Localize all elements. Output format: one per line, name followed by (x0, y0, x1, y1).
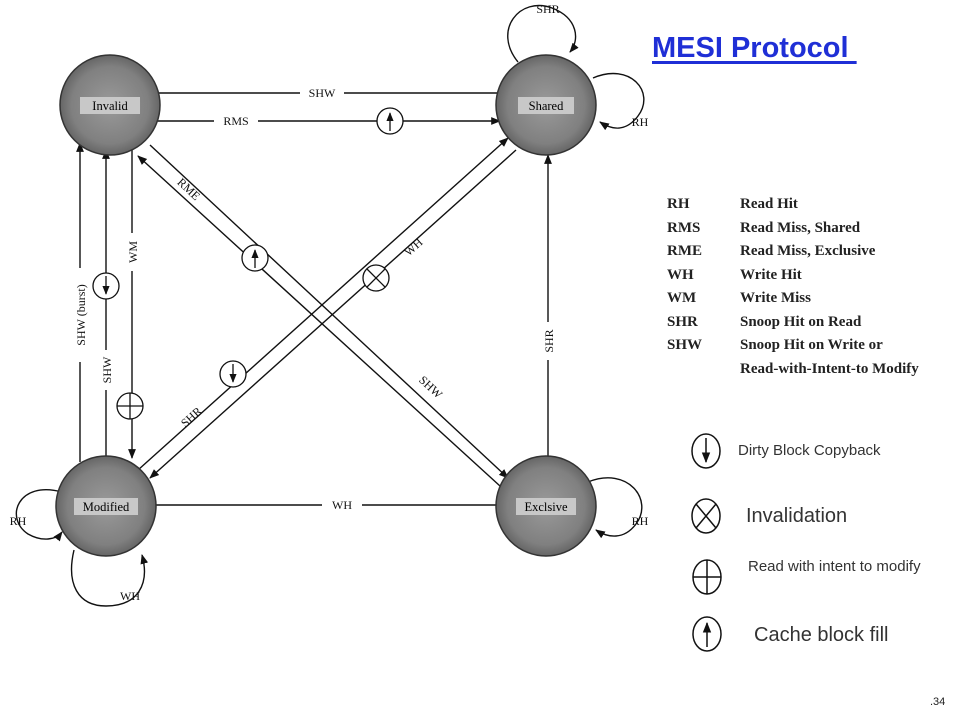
label-wm: WM (126, 241, 140, 263)
edge-shr-shared-modified (149, 149, 517, 479)
legend-copyback-icon (691, 433, 721, 469)
label-shr-diag: SHR (178, 404, 205, 430)
state-invalid-label: Invalid (92, 99, 128, 113)
loop-shr-shared (507, 5, 579, 63)
loop-rh-exclusive (587, 477, 643, 539)
copyback-icon (92, 272, 120, 300)
legend-row: RH Read Hit (667, 196, 960, 220)
cache-fill-icon (241, 244, 269, 272)
loop-wh-modified (70, 549, 149, 607)
legend-copyback-text: Dirty Block Copyback (738, 442, 881, 459)
legend-rwitm-text: Read with intent to modify (748, 558, 921, 575)
state-shared: Shared (495, 54, 597, 156)
state-modified: Modified (55, 455, 157, 557)
legend-fill-icon (692, 616, 722, 652)
label-shw-burst: SHW (burst) (74, 284, 88, 345)
state-invalid: Invalid (59, 54, 161, 156)
legend-row: RMS Read Miss, Shared (667, 220, 960, 244)
label-rms: RMS (223, 114, 248, 128)
copyback-icon (219, 360, 247, 388)
state-exclusive-label: Exclsive (524, 500, 567, 514)
edge-wh-modified-shared (137, 137, 509, 471)
legend-row: Read-with-Intent-to Modify (667, 361, 960, 385)
label-rh-modified: RH (10, 514, 27, 528)
legend-definition: Read Hit (740, 196, 798, 212)
edge-shw-exclusive-invalid (137, 155, 501, 487)
legend-definition: Read-with-Intent-to Modify (740, 360, 919, 377)
legend-abbr: SHR (667, 313, 698, 330)
page-title: MESI Protocol (652, 32, 857, 64)
legend-definition: Snoop Hit on Write or (740, 337, 883, 353)
legend-abbr: RME (667, 243, 702, 259)
state-modified-label: Modified (83, 500, 130, 514)
label-shw-top: SHW (309, 86, 336, 100)
legend-abbr: SHW (667, 337, 703, 353)
legend-row: SHW Snoop Hit on Write or (667, 337, 960, 361)
legend-definition: Read Miss, Exclusive (740, 243, 876, 259)
label-shr-top: SHR (536, 2, 559, 16)
label-wh-modified: WH (120, 589, 140, 603)
label-rh-exclusive: RH (632, 514, 649, 528)
legend-abbr: WH (667, 266, 694, 283)
label-rme: RME (174, 175, 203, 203)
cache-fill-icon (376, 107, 404, 135)
legend-row: WM Write Miss (667, 290, 960, 314)
legend-definition: Snoop Hit on Read (740, 313, 862, 330)
legend-abbr: RH (667, 196, 690, 212)
label-wh-diag: WH (401, 235, 425, 259)
invalidation-icon (362, 264, 390, 292)
label-rh-shared: RH (632, 115, 649, 129)
legend-definition: Write Hit (740, 266, 802, 283)
rwitm-icon (116, 392, 144, 420)
state-exclusive: Exclsive (495, 455, 597, 557)
legend-row: SHR Snoop Hit on Read (667, 314, 960, 338)
legend-definition: Write Miss (740, 290, 811, 306)
edge-rme-invalid-exclusive (149, 144, 509, 479)
legend-invalidation-text: Invalidation (746, 505, 848, 527)
legend-row: RME Read Miss, Exclusive (667, 243, 960, 267)
label-wh-bottom: WH (332, 498, 352, 512)
legend-abbr: RMS (667, 219, 701, 236)
label-shr-right: SHR (542, 329, 556, 352)
state-shared-label: Shared (529, 99, 564, 113)
legend-abbr: WM (667, 290, 697, 306)
legend-fill-text: Cache block fill (754, 624, 889, 646)
label-shw-left: SHW (100, 356, 114, 383)
loop-rh-shared (592, 72, 645, 131)
legend-definition: Read Miss, Shared (740, 219, 861, 236)
legend-row: WH Write Hit (667, 267, 960, 291)
legend-invalidation-icon (691, 498, 721, 534)
legend-rwitm-icon (692, 559, 722, 595)
page-number: .34 (930, 696, 946, 708)
loop-rh-modified (15, 489, 63, 542)
